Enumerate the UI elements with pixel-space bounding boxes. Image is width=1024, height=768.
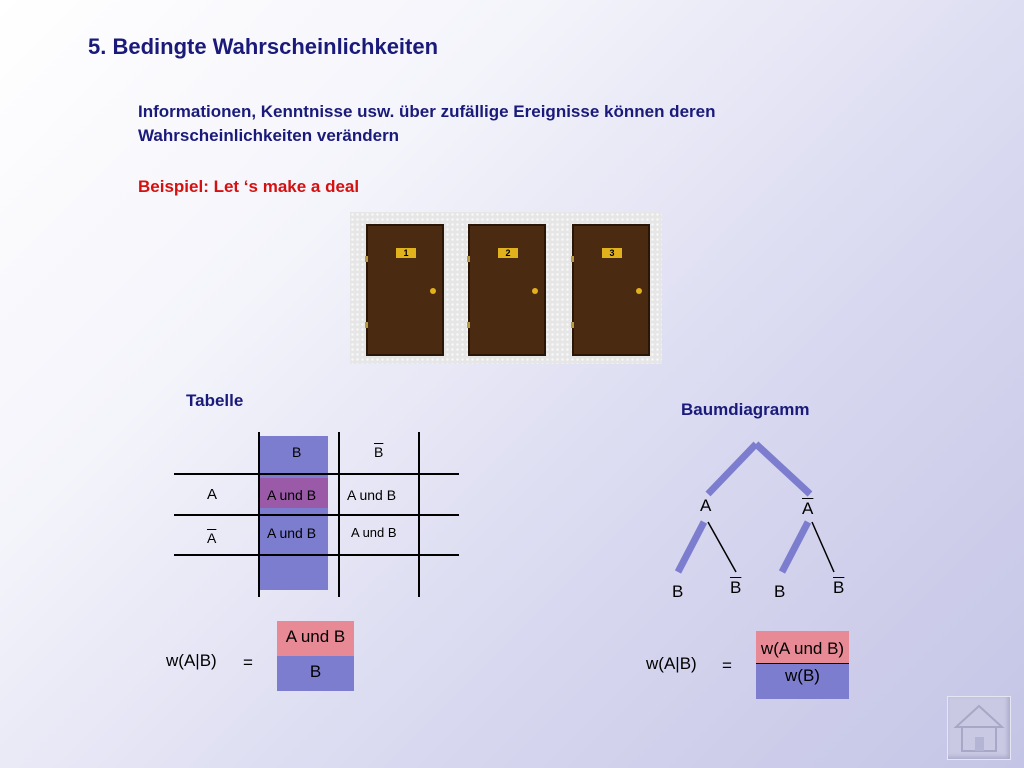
- cell-not-a-und-not-b: A und B: [351, 525, 397, 540]
- formula-numerator-box: A und B: [277, 621, 354, 656]
- page-title: 5. Bedingte Wahrscheinlichkeiten: [88, 34, 439, 59]
- tree-formula-denominator-box: w(B): [756, 664, 849, 699]
- cell-a-und-not-b: A und B: [347, 487, 397, 503]
- doors-image: 1 2 3: [350, 212, 662, 364]
- door-number-3: 3: [602, 248, 622, 258]
- door-knob: [636, 288, 642, 294]
- example-heading: Beispiel: Let ‘s make a deal: [138, 177, 360, 196]
- home-button[interactable]: [947, 696, 1011, 760]
- probability-table: B B A A A und B A und B A und B A und B: [174, 432, 464, 602]
- intro-line-1: Informationen, Kenntnisse usw. über zufä…: [138, 102, 716, 121]
- fraction-bar: [756, 663, 849, 664]
- table-formula-lhs: w(A|B): [166, 651, 217, 670]
- tree-formula-numerator-box: w(A und B): [756, 631, 849, 664]
- branch-to-not-a: [753, 441, 813, 497]
- tree-formula-numerator: w(A und B): [760, 639, 845, 658]
- door-2: 2: [467, 224, 546, 356]
- table-formula-denominator: B: [309, 662, 322, 681]
- col-header-not-b: B: [374, 444, 384, 460]
- door-number-1: 1: [396, 248, 416, 258]
- tree-leaf-not-b-1: B: [730, 578, 742, 597]
- door-number-2: 2: [498, 248, 518, 258]
- col-header-b: B: [292, 444, 302, 460]
- intro-text: Informationen, Kenntnisse usw. über zufä…: [138, 100, 838, 148]
- row-header-not-a: A: [207, 530, 217, 546]
- table-formula-equals: =: [243, 653, 253, 672]
- branch-not-a-to-b: [778, 520, 812, 574]
- tree-leaf-b-1: B: [672, 582, 684, 601]
- tree-formula-equals: =: [722, 656, 732, 675]
- formula-denominator-box: B: [277, 656, 354, 691]
- column-b-highlight: [260, 436, 328, 590]
- tree-formula-lhs: w(A|B): [646, 654, 697, 673]
- tree-diagram: [674, 441, 835, 574]
- branch-not-a-to-not-b: [811, 521, 835, 573]
- intro-line-2: Wahrscheinlichkeiten verändern: [138, 126, 400, 145]
- tree-leaf-not-b-2: B: [833, 578, 845, 597]
- table-formula-numerator: A und B: [285, 627, 346, 646]
- branch-a-to-b: [674, 520, 708, 574]
- tree-heading: Baumdiagramm: [681, 400, 810, 419]
- tree-leaf-b-2: B: [774, 582, 786, 601]
- tree-node-not-a: A: [802, 499, 814, 518]
- cell-not-a-und-b: A und B: [267, 525, 317, 541]
- door-knob: [532, 288, 538, 294]
- row-header-a: A: [207, 486, 218, 503]
- branch-to-a: [705, 441, 759, 497]
- tree-node-a: A: [700, 496, 712, 515]
- tree-formula-denominator: w(B): [785, 666, 820, 685]
- cell-a-und-b-highlight: [260, 478, 328, 508]
- cell-a-und-b: A und B: [267, 487, 317, 503]
- door-1: 1: [365, 224, 444, 356]
- table-heading: Tabelle: [186, 391, 244, 410]
- door-knob: [430, 288, 436, 294]
- door-3: 3: [571, 224, 650, 356]
- branch-a-to-not-b: [707, 521, 737, 573]
- home-icon: [953, 704, 1005, 752]
